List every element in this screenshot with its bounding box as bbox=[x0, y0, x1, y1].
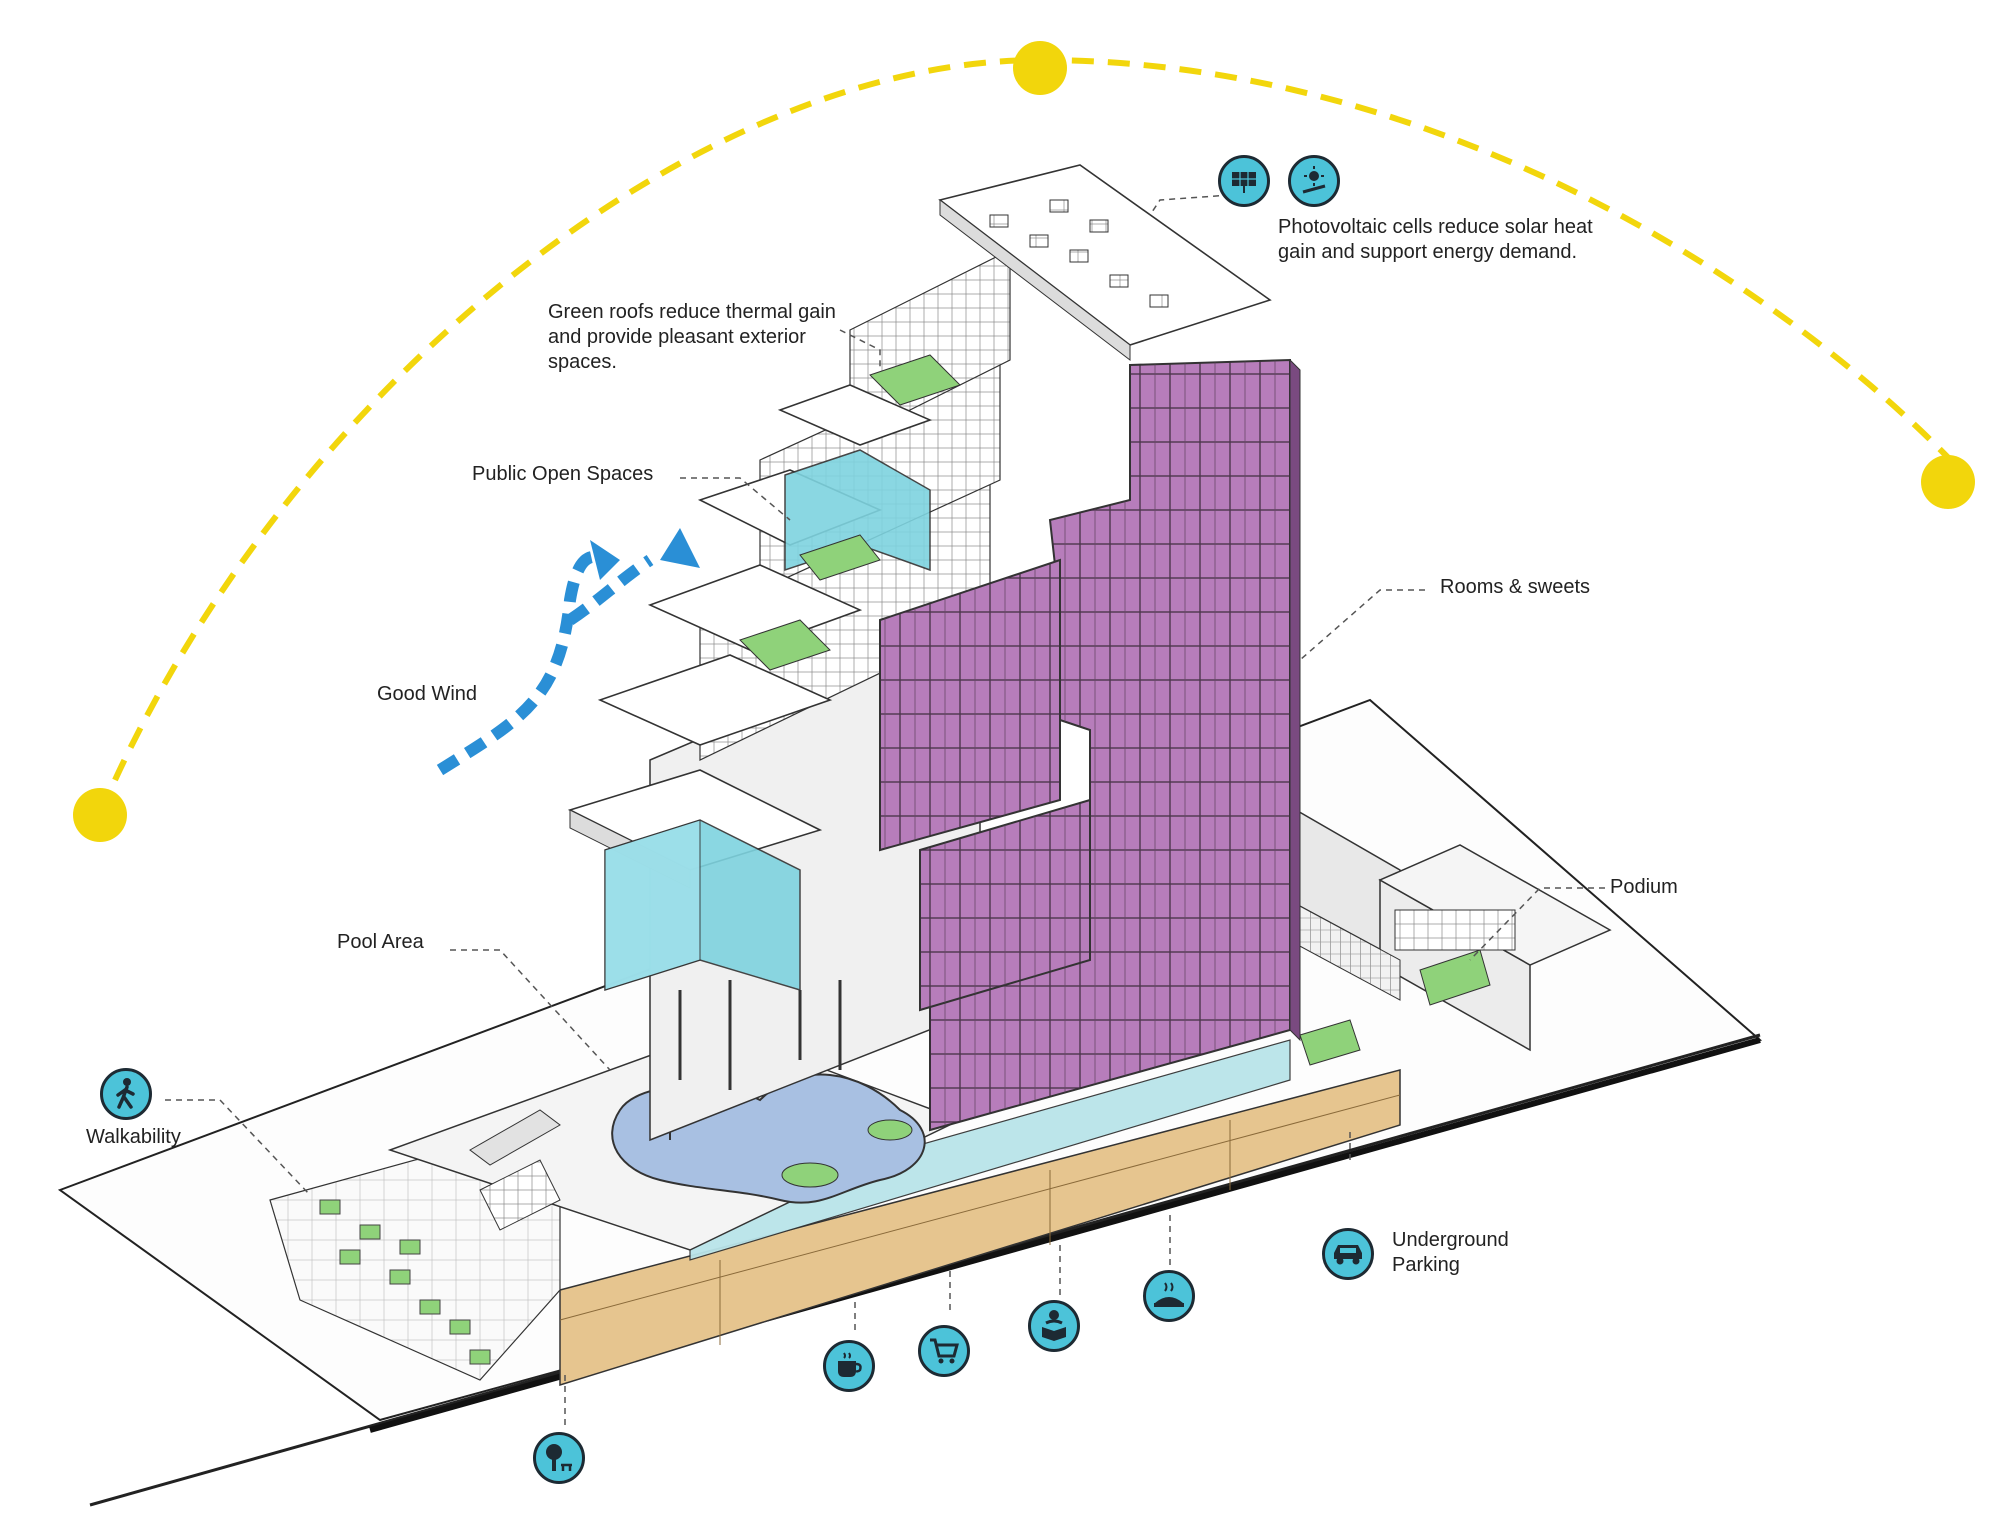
rooftop-pv bbox=[938, 164, 1272, 362]
pool-area-label: Pool Area bbox=[337, 931, 424, 953]
underground-parking-label: Underground Parking bbox=[1392, 1229, 1509, 1276]
solar-panel-icon bbox=[1218, 155, 1270, 207]
podium-block bbox=[1269, 793, 1612, 1066]
car-icon bbox=[1322, 1228, 1374, 1280]
green-roofs-label: Green roofs reduce thermal gain and prov… bbox=[548, 301, 836, 373]
sun-icon bbox=[1288, 155, 1340, 207]
sun-evening bbox=[1921, 455, 1975, 509]
shopping-cart-icon bbox=[918, 1325, 970, 1377]
underground-parking bbox=[559, 1069, 1401, 1387]
sun-path bbox=[73, 41, 1975, 842]
walkability-label: Walkability bbox=[86, 1126, 181, 1148]
wind-arrows bbox=[436, 528, 700, 776]
tree-bench-icon bbox=[533, 1432, 585, 1484]
coffee-cup-icon bbox=[823, 1340, 875, 1392]
glass-pool-boxes bbox=[604, 449, 931, 992]
sun-noon bbox=[1013, 41, 1067, 95]
public-open-spaces-label: Public Open Spaces bbox=[472, 463, 654, 485]
walkability-plaza bbox=[269, 1119, 561, 1381]
columns bbox=[678, 980, 842, 1090]
podium-label: Podium bbox=[1610, 876, 1678, 898]
good-wind-label: Good Wind bbox=[377, 683, 478, 705]
rooms-facade bbox=[879, 358, 1301, 1132]
rooms-suites-label: Rooms & sweets bbox=[1440, 576, 1591, 598]
pedestrian-icon bbox=[100, 1068, 152, 1120]
photovoltaic-label: Photovoltaic cells reduce solar heat gai… bbox=[1278, 216, 1593, 263]
sun-morning bbox=[73, 788, 127, 842]
leader-lines bbox=[165, 194, 1605, 1425]
reading-person-icon bbox=[1028, 1300, 1080, 1352]
hot-food-icon bbox=[1143, 1270, 1195, 1322]
green-roofs bbox=[739, 354, 961, 671]
